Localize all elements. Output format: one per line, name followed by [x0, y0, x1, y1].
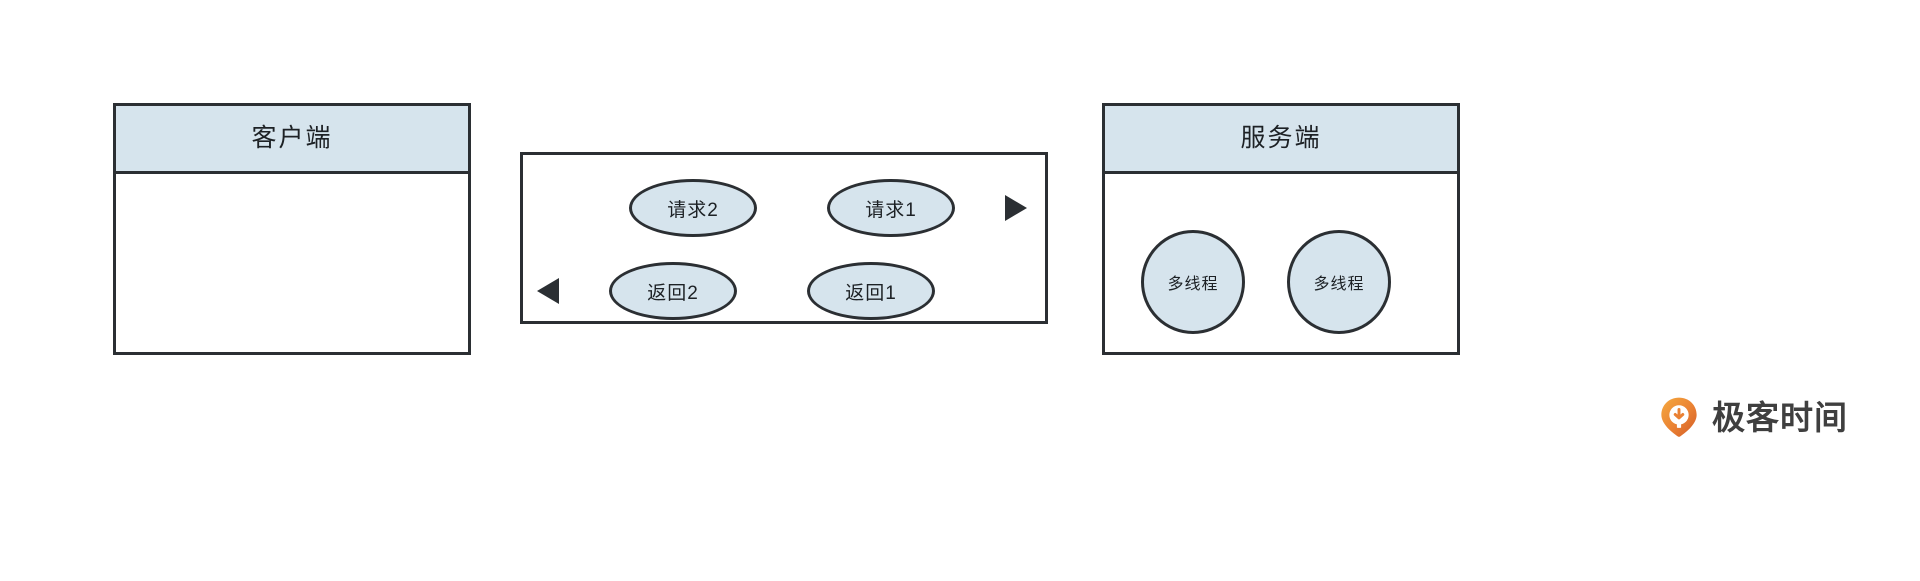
server-thread-node-1: 多线程	[1141, 230, 1245, 334]
request-node-1: 请求1	[827, 179, 955, 237]
server-panel: 服务端 多线程 多线程	[1102, 103, 1460, 355]
client-panel-header: 客户端	[116, 106, 468, 174]
server-panel-header: 服务端	[1105, 106, 1457, 174]
client-panel-body	[116, 174, 468, 352]
brand-logo: 极客时间	[1658, 396, 1848, 438]
server-panel-title: 服务端	[1240, 124, 1322, 152]
channel-box: 请求2 请求1 返回2 返回1	[520, 152, 1048, 324]
server-thread-node-2-label: 多线程	[1313, 276, 1365, 293]
location-pin-icon	[1661, 397, 1697, 437]
response-node-1: 返回1	[807, 262, 935, 320]
server-thread-node-2: 多线程	[1287, 230, 1391, 334]
request-node-2: 请求2	[629, 179, 757, 237]
response-node-2-label: 返回2	[647, 282, 699, 304]
response-node-2: 返回2	[609, 262, 737, 320]
response-flow-row: 返回2 返回1	[523, 261, 1045, 321]
response-arrow-head-icon	[537, 278, 559, 304]
request-arrow-head-icon	[1005, 195, 1027, 221]
request-node-2-label: 请求2	[667, 199, 719, 221]
client-panel: 客户端	[113, 103, 471, 355]
server-panel-body: 多线程 多线程	[1105, 174, 1457, 352]
brand-name-label: 极客时间	[1712, 398, 1848, 436]
request-flow-row: 请求2 请求1	[523, 178, 1045, 238]
request-node-1-label: 请求1	[865, 199, 917, 221]
client-panel-title: 客户端	[251, 124, 333, 152]
response-node-1-label: 返回1	[845, 282, 897, 304]
server-thread-node-1-label: 多线程	[1167, 276, 1219, 293]
